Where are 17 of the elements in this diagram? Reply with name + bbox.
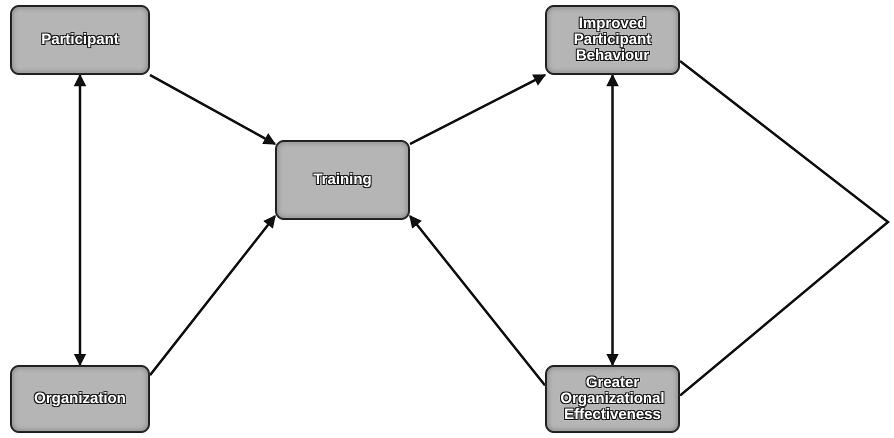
box-label: Organization (34, 391, 126, 407)
process-box (10, 5, 150, 75)
process-box (10, 365, 150, 433)
process-box (545, 5, 680, 75)
arrow (149, 215, 276, 376)
connector-line (679, 60, 890, 397)
box-label: Participant (41, 32, 119, 48)
arrow (409, 215, 546, 386)
box-label: Greater Organizational Effectiveness (559, 375, 666, 423)
box-label: Training (313, 172, 372, 188)
arrow (606, 74, 619, 366)
box-label: Improved Participant Behaviour (572, 16, 652, 64)
process-box (275, 140, 410, 220)
arrow (149, 74, 276, 146)
arrow (74, 74, 86, 366)
arrow (409, 74, 546, 146)
process-box (545, 365, 680, 433)
